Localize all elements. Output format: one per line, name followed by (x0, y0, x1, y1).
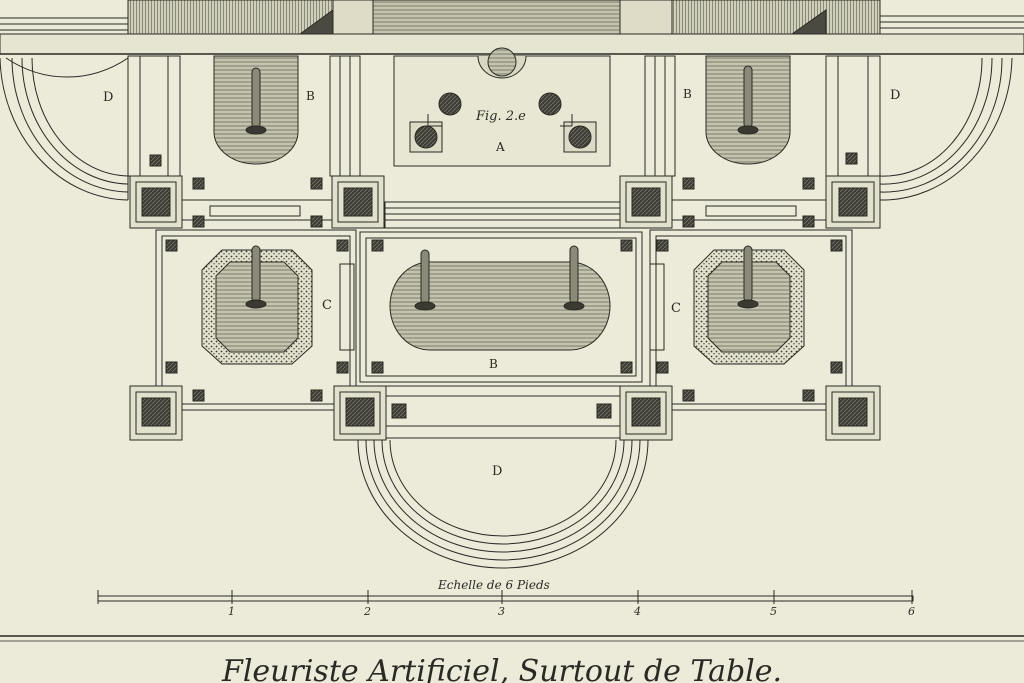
bed-top-left (213, 55, 299, 165)
scale-bar: Echelle de 6 Pieds 1 2 3 4 5 6 (97, 578, 915, 618)
bed-b-center (389, 245, 611, 351)
corner-piers (129, 175, 881, 441)
scale-tick-4: 4 (633, 605, 641, 618)
label-c-left: C (322, 298, 332, 313)
label-d-left: D (103, 90, 113, 105)
top-elevation (0, 0, 1024, 55)
semicircle-steps-right (879, 57, 1013, 201)
semicircle-steps-bottom (357, 439, 649, 569)
small-posts (149, 152, 858, 402)
middle-frames (155, 229, 853, 411)
label-a: A (495, 140, 505, 154)
scale-tick-1: 1 (228, 605, 235, 618)
scale-tick-3: 3 (498, 605, 505, 618)
label-c-right: C (671, 301, 681, 316)
scale-tick-5: 5 (770, 605, 777, 618)
label-b-center: B (489, 357, 498, 371)
label-b-top-left: B (306, 89, 315, 103)
bed-c-right (693, 245, 805, 365)
middle-steps (179, 199, 828, 229)
panel-a (393, 47, 611, 167)
caption-area: Fleuriste Artificiel, Surtout de Table. (0, 635, 1024, 683)
scale-title: Echelle de 6 Pieds (437, 578, 550, 592)
label-d-right: D (890, 88, 900, 103)
bed-c-left (201, 245, 313, 365)
lower-walkway (384, 385, 622, 439)
scale-tick-2: 2 (363, 605, 371, 618)
semicircle-steps-left (0, 57, 129, 201)
scale-tick-6: 6 (908, 605, 915, 618)
label-b-top-right: B (683, 87, 692, 101)
label-d-bottom: D (492, 464, 502, 479)
figure-label: Fig. 2.e (475, 109, 526, 124)
plate-caption: Fleuriste Artificiel, Surtout de Table. (221, 654, 782, 683)
bed-top-right (705, 55, 791, 165)
